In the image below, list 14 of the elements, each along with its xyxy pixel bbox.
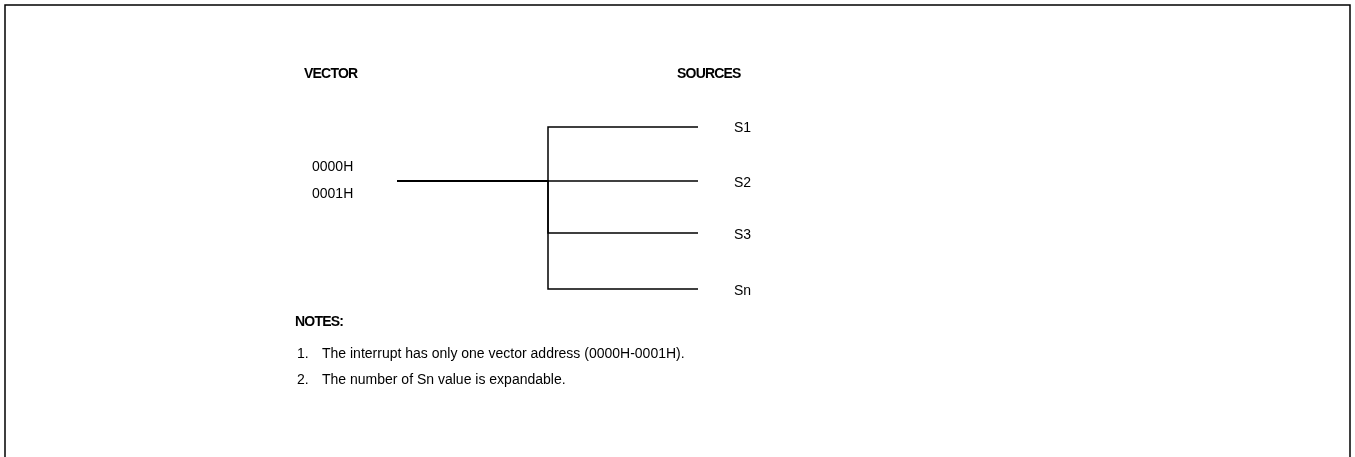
connector-line	[396, 180, 699, 290]
source-label: S1	[734, 119, 752, 135]
note-text: The interrupt has only one vector address (0000H-0001H).	[322, 345, 685, 361]
note-number: 1.	[297, 345, 309, 361]
source-label: Sn	[734, 282, 752, 298]
notes-heading: NOTES:	[295, 313, 344, 329]
source-label: S2	[734, 174, 752, 190]
vector-address: 0001H	[312, 185, 354, 201]
note-text: The number of Sn value is expandable.	[322, 371, 566, 387]
column-heading: VECTOR	[304, 65, 358, 81]
source-label: S3	[734, 226, 752, 242]
note-number: 2.	[297, 371, 309, 387]
column-heading: SOURCES	[677, 65, 741, 81]
vector-address: 0000H	[312, 158, 354, 174]
